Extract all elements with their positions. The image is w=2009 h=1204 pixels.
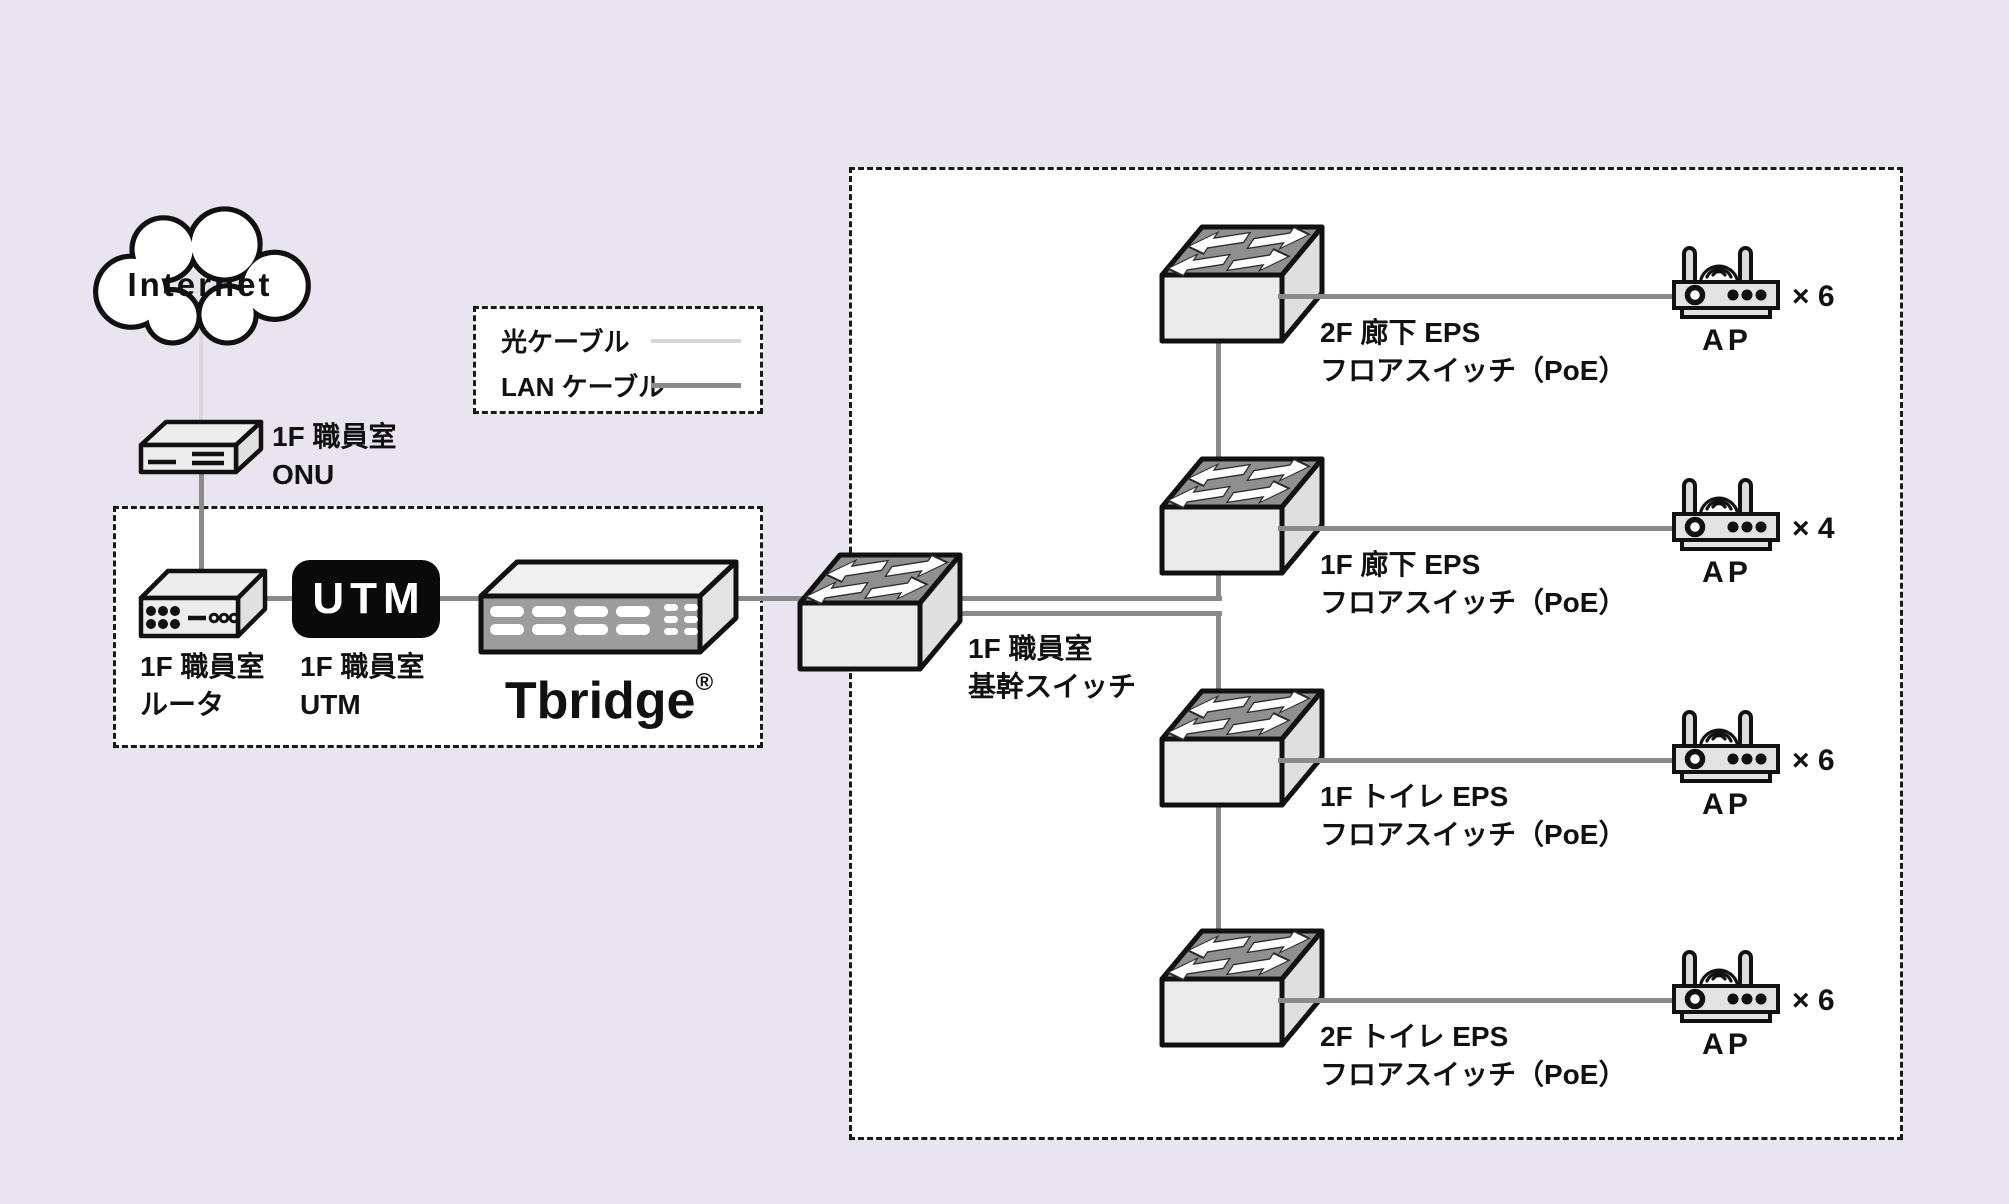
optical-cable-swatch	[651, 339, 741, 343]
core-switch-label: 1F 職員室 基幹スイッチ	[968, 633, 1137, 702]
access-point-icon	[1672, 950, 1782, 1024]
ap-count: × 4	[1792, 512, 1835, 545]
floor-row-1f-toilet: × 6 AP 1F トイレ EPS フロアスイッチ（PoE）	[1158, 679, 1918, 859]
ap-label: AP	[1702, 1028, 1752, 1061]
utm-badge-text: UTM	[312, 574, 426, 623]
core-switch-icon	[796, 543, 964, 673]
legend-label-optical: 光ケーブル	[501, 327, 630, 357]
tbridge-label: Tbridge®	[504, 669, 714, 730]
floor-row-1f-roka: × 4 AP 1F 廊下 EPS フロアスイッチ（PoE）	[1158, 447, 1918, 627]
legend-item-lan: LAN ケーブル	[476, 370, 760, 408]
cable-switch-ap	[1278, 294, 1674, 299]
access-point-icon	[1672, 246, 1782, 320]
onu-icon	[138, 418, 264, 476]
legend-label-lan: LAN ケーブル	[501, 372, 665, 402]
onu-label: 1F 職員室 ONU	[272, 421, 397, 490]
cable-internet-onu	[199, 330, 203, 426]
lan-cable-swatch	[651, 383, 741, 388]
ap-label: AP	[1702, 556, 1752, 589]
legend-item-optical: 光ケーブル	[476, 325, 760, 363]
ap-label: AP	[1702, 324, 1752, 357]
cable-switch-ap	[1278, 998, 1674, 1003]
cable-branch-down-1f-toilet	[1216, 611, 1221, 745]
ap-label: AP	[1702, 788, 1752, 821]
router-label: 1F 職員室 ルータ	[140, 651, 265, 720]
floor-switch-icon	[1158, 447, 1326, 577]
cable-core-branch-lower	[930, 611, 1222, 616]
cable-branch-up-1f-roka	[1216, 570, 1221, 601]
access-point-icon	[1672, 710, 1782, 784]
utm-label: 1F 職員室 UTM	[300, 651, 425, 720]
access-point-icon	[1672, 478, 1782, 552]
cable-onu-router	[199, 466, 204, 576]
floor-switch-label: 1F トイレ EPS フロアスイッチ（PoE）	[1320, 781, 1627, 850]
tbridge-icon	[478, 556, 740, 656]
cable-switch-ap	[1278, 526, 1674, 531]
internet-label: Internet	[127, 266, 273, 303]
floor-switch-icon	[1158, 215, 1326, 345]
ap-count: × 6	[1792, 984, 1835, 1017]
floor-switch-label: 2F 廊下 EPS フロアスイッチ（PoE）	[1320, 317, 1627, 386]
ap-count: × 6	[1792, 744, 1835, 777]
floor-switch-label: 2F トイレ EPS フロアスイッチ（PoE）	[1320, 1021, 1627, 1090]
floor-row-2f-roka: × 6 AP 2F 廊下 EPS フロアスイッチ（PoE）	[1158, 215, 1918, 395]
cable-2f-roka-1f-roka	[1216, 338, 1221, 518]
floor-switch-icon	[1158, 919, 1326, 1049]
registered-mark: ®	[695, 669, 714, 696]
legend: 光ケーブル LAN ケーブル	[473, 306, 763, 414]
cable-switch-ap	[1278, 758, 1674, 763]
cable-1f-toilet-2f-toilet	[1216, 802, 1221, 985]
ap-count: × 6	[1792, 280, 1835, 313]
utm-device: UTM	[292, 560, 440, 638]
floor-switch-icon	[1158, 679, 1326, 809]
floor-row-2f-toilet: × 6 AP 2F トイレ EPS フロアスイッチ（PoE）	[1158, 919, 1918, 1099]
router-icon	[138, 562, 268, 640]
floor-switch-label: 1F 廊下 EPS フロアスイッチ（PoE）	[1320, 549, 1627, 618]
